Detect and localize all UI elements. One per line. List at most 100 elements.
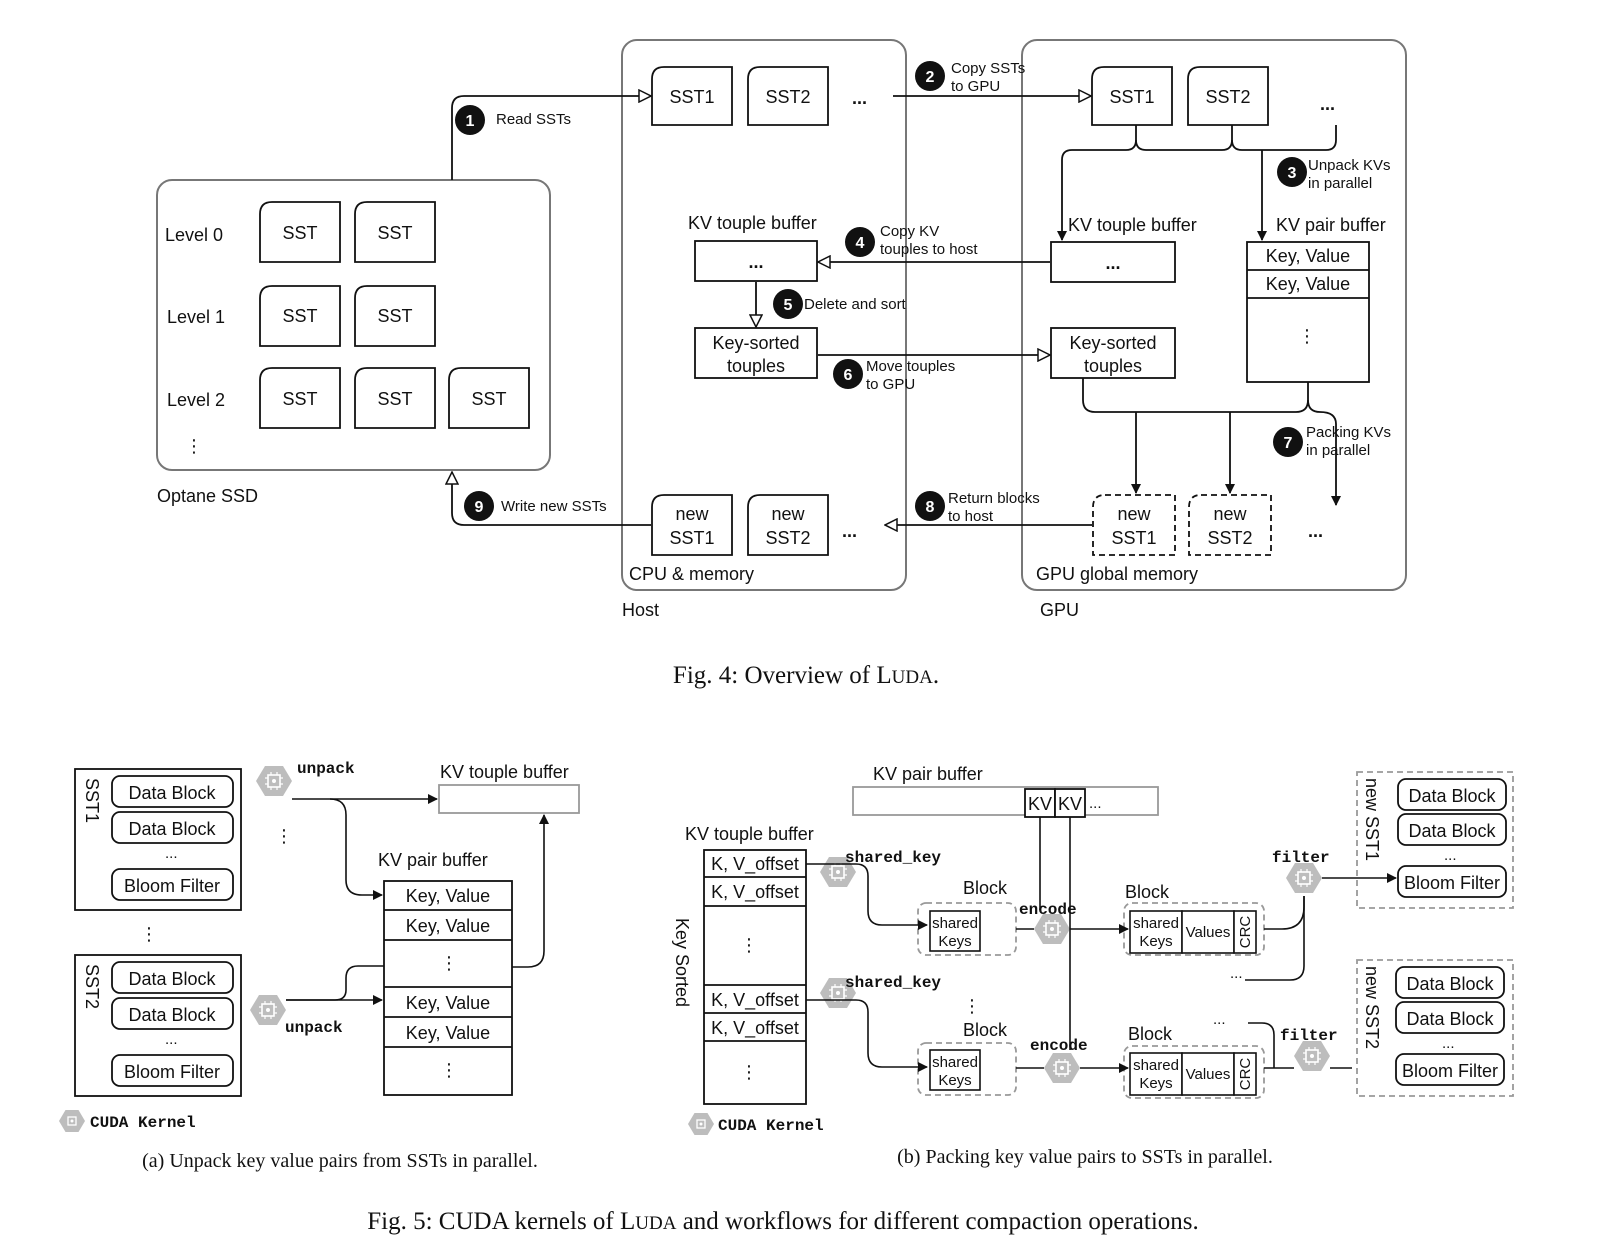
gpu-kv-touple-buffer — [1050, 241, 1176, 283]
fig4-caption: Fig. 4: Overview of LUDA. — [673, 662, 939, 689]
svg-text:to GPU: to GPU — [866, 376, 915, 393]
svg-text:⋮: ⋮ — [740, 935, 758, 955]
fig5b-encode-kernel-icon-2 — [1043, 1052, 1081, 1084]
fig5b-new-sst2-ellipsis: ... — [1442, 1035, 1455, 1052]
ssd-sst-l0-a: SST — [259, 201, 341, 263]
fig5b-encoded-shared-keys-2-line1: shared — [1133, 1057, 1179, 1074]
svg-text:new: new — [771, 504, 805, 524]
fig5b-shared-keys-2 — [929, 1049, 981, 1091]
gpu-sst1: SST1 — [1091, 66, 1173, 126]
host-sst2: SST2 — [747, 66, 829, 126]
fig5b-new-sst1-label: new SST1 — [1362, 778, 1382, 861]
fig5b-shared-key-label-2: shared_key — [845, 974, 941, 992]
fig5b-kv-pair-buffer — [852, 786, 1159, 816]
gpu-kv-touple-buffer-label: KV touple buffer — [1068, 215, 1197, 235]
step-9-badge: 9 Write new SSTs — [464, 491, 607, 521]
fig5b-new-sst1-box — [1356, 771, 1514, 909]
fig5b-new-sst1-data-block-2-label: Data Block — [1408, 821, 1496, 841]
svg-text:in parallel: in parallel — [1306, 442, 1370, 459]
gpu-new-sst2: new SST2 — [1188, 494, 1272, 556]
fig5a-connectors — [286, 794, 549, 1005]
fig5b-filter-kernel-icon-2 — [1293, 1040, 1331, 1072]
fig5b-block-label-4: Block — [1128, 1024, 1173, 1044]
svg-text:7: 7 — [1284, 435, 1293, 452]
fig5b-encode-label-2: encode — [1030, 1037, 1088, 1055]
svg-text:Packing KVs: Packing KVs — [1306, 424, 1391, 441]
svg-text:SST2: SST2 — [765, 528, 810, 548]
fig5a-sst1-box — [74, 768, 242, 911]
fig5b-cuda-kernel-legend-icon — [687, 1112, 715, 1136]
fig5a-sst1-data-block-1 — [111, 775, 234, 808]
svg-text:SST: SST — [282, 389, 317, 409]
fig5b-crc-1-label: CRC — [1237, 916, 1254, 949]
fig5b-kv-dots: ... — [1089, 795, 1102, 812]
step-7-badge: 7 Packing KVs in parallel — [1273, 424, 1391, 459]
gpu-key-sorted-touples — [1050, 327, 1176, 379]
svg-text:⋮: ⋮ — [740, 1062, 758, 1082]
fig5b-new-sst2-data-block-2 — [1395, 1001, 1505, 1034]
svg-text:K, V_offset: K, V_offset — [711, 854, 799, 875]
fig5b-kv-cell-2-label: KV — [1058, 794, 1082, 814]
host-box — [621, 39, 907, 591]
fig5a-unpack-kernel-icon-2 — [249, 994, 287, 1026]
ssd-sst-l2-b: SST — [354, 367, 436, 429]
fig5a-cuda-kernel-legend-label: CUDA Kernel — [90, 1114, 196, 1132]
fig5a-sst1-data-block-1-label: Data Block — [128, 783, 216, 803]
fig5b-new-sst1-ellipsis: ... — [1444, 847, 1457, 864]
svg-text:Return blocks: Return blocks — [948, 490, 1040, 507]
svg-text:6: 6 — [844, 367, 853, 384]
host-kv-touple-buffer — [694, 240, 818, 282]
fig5b-new-sst2-data-block-1 — [1395, 966, 1505, 999]
svg-text:Key, Value: Key, Value — [1266, 246, 1350, 266]
svg-text:3: 3 — [1288, 165, 1297, 182]
svg-text:⋮: ⋮ — [440, 953, 458, 973]
gpu-kv-pair-buffer-label: KV pair buffer — [1276, 215, 1386, 235]
optane-ssd-box — [156, 179, 551, 471]
svg-text:9: 9 — [475, 499, 484, 516]
gpu-new-sst-dots: ... — [1308, 521, 1323, 541]
svg-text:8: 8 — [926, 499, 935, 516]
svg-text:Unpack KVs: Unpack KVs — [1308, 157, 1391, 174]
fig5a-sst2-data-block-1 — [111, 961, 234, 994]
fig5b-kv-pair-buffer-label: KV pair buffer — [873, 764, 983, 784]
step-2-badge: 2 Copy SSTs to GPU — [915, 60, 1025, 95]
fig5b-shared-keys-2-line1: shared — [932, 1054, 978, 1071]
ssd-sst-l2-a: SST — [259, 367, 341, 429]
gpu-key-sorted-line2: touples — [1084, 356, 1142, 376]
fig5b-encoded-shared-keys-1 — [1129, 910, 1183, 954]
fig5b-new-sst2-data-block-2-label: Data Block — [1406, 1009, 1494, 1029]
fig5b-new-sst1-bloom-filter-label: Bloom Filter — [1404, 873, 1500, 893]
svg-text:Key, Value: Key, Value — [406, 1023, 490, 1043]
svg-text:SST1: SST1 — [1111, 528, 1156, 548]
step-4-badge: 4 Copy KV touples to host — [845, 223, 978, 258]
host-new-sst1: new SST1 — [651, 494, 733, 556]
fig5a-diagram: SST1 Data Block Data Block ... Bloom Fil… — [58, 760, 580, 1172]
svg-text:K, V_offset: K, V_offset — [711, 1018, 799, 1039]
fig5b-filter-label-2: filter — [1280, 1027, 1338, 1045]
level-0-label: Level 0 — [165, 225, 223, 245]
fig5a-unpack-label-1: unpack — [297, 760, 355, 778]
fig5b-new-sst1-data-block-1-label: Data Block — [1408, 786, 1496, 806]
svg-text:Key, Value: Key, Value — [406, 916, 490, 936]
fig5a-between-vdots: ⋮ — [140, 924, 158, 944]
fig5b-upper-ellipsis: ... — [1230, 965, 1243, 982]
svg-text:SST2: SST2 — [1207, 528, 1252, 548]
fig5b-kv-touple-buffer-label: KV touple buffer — [685, 824, 814, 844]
svg-text:SST: SST — [282, 306, 317, 326]
fig5b-lower-ellipsis: ... — [1213, 1011, 1226, 1028]
svg-text:Key, Value: Key, Value — [406, 886, 490, 906]
fig5b-kv-cell-2 — [1054, 788, 1086, 818]
svg-text:K, V_offset: K, V_offset — [711, 882, 799, 903]
fig5a-unpack-label-2: unpack — [285, 1019, 343, 1037]
ssd-vdots: ⋮ — [185, 436, 203, 456]
step-8-badge: 8 Return blocks to host — [915, 490, 1040, 525]
fig5b-caption: (b) Packing key value pairs to SSTs in p… — [897, 1146, 1273, 1168]
fig5a-sst1-ellipsis: ... — [165, 845, 178, 862]
host-kv-touple-buffer-label: KV touple buffer — [688, 213, 817, 233]
fig5b-encoded-shared-keys-1-line1: shared — [1133, 915, 1179, 932]
step-5-badge: 5 Delete and sort — [773, 289, 907, 319]
fig5a-kv-pair-buffer: Key, Value Key, Value ⋮ Key, Value Key, … — [383, 880, 513, 1096]
step-6-badge: 6 Move touples to GPU — [833, 358, 955, 393]
fig5b-values-2-label: Values — [1186, 1066, 1231, 1083]
svg-text:SST2: SST2 — [1205, 87, 1250, 107]
